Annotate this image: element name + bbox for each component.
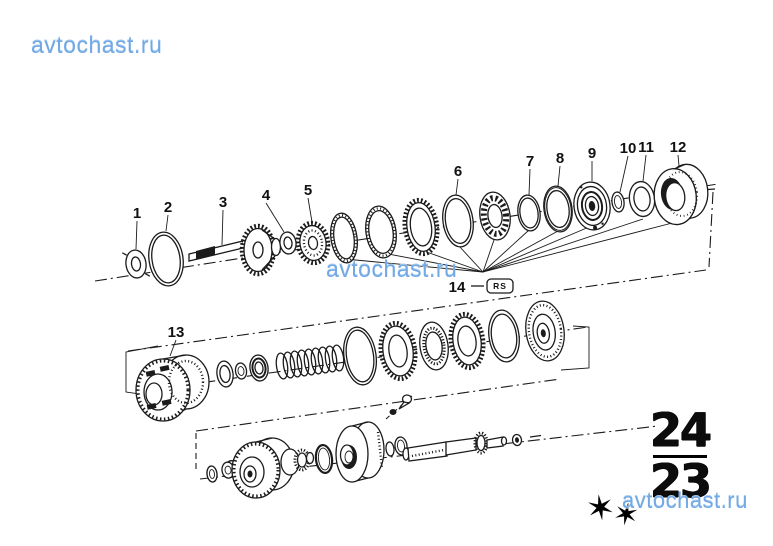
page-fraction-numerator: 24 — [649, 403, 712, 457]
row2-splined-plate — [419, 321, 449, 371]
part-14-label: 14 — [449, 279, 466, 296]
part-10-label: 10 — [620, 140, 637, 157]
row2-coil-spring — [275, 344, 345, 380]
row1-to-row2-connector — [708, 191, 714, 268]
watermark-center: avtochast.ru — [326, 256, 458, 282]
row3-clutch-drum — [231, 437, 315, 499]
row1-leader-lines — [135, 154, 680, 250]
row3-top-connector — [195, 378, 561, 432]
part-7-label: 7 — [526, 153, 534, 170]
part-8-ring — [543, 185, 573, 233]
part-2-label: 2 — [164, 199, 172, 216]
thrust-bearing — [479, 191, 511, 241]
part-13-clutch-drum — [135, 354, 210, 422]
row2-piston — [525, 300, 565, 362]
row2-spring-seat — [249, 354, 269, 382]
part-5-gear — [295, 220, 331, 266]
row2-clutch-pack-group: 13 — [125, 269, 707, 422]
part14-badge-text: RS — [493, 281, 507, 291]
part-5-label: 5 — [304, 182, 312, 199]
part-8-label: 8 — [556, 150, 564, 167]
row3-o-ring — [314, 443, 334, 475]
part-10-ring-small — [611, 191, 625, 213]
clutch-plate-toothed — [402, 197, 440, 257]
row3-axis-tail — [529, 434, 542, 438]
part-3-label: 3 — [219, 194, 227, 211]
row2-washer-1 — [216, 360, 234, 388]
part-12-label: 12 — [670, 139, 687, 156]
row3-output-assembly — [195, 378, 659, 499]
part-6-label: 6 — [454, 163, 462, 180]
part14-leader-lines — [344, 218, 681, 273]
page-fraction: 24 23 — [646, 403, 714, 508]
part-9-label: 9 — [588, 145, 596, 162]
part-9-bearing-hub — [573, 181, 611, 231]
part-1-lock-plate — [121, 249, 151, 279]
watermark-bottom-right: avtochast.ru — [622, 488, 748, 513]
part-3-input-shaft — [188, 223, 282, 277]
row3-governor-drum — [335, 421, 385, 483]
row2-bracket-right — [560, 325, 590, 371]
row2-large-snap-ring — [342, 326, 378, 386]
part-13-leader — [169, 339, 177, 357]
row2-pressure-ring — [488, 309, 520, 363]
watermark-top-left: avtochast.ru — [31, 32, 163, 58]
row3-bolt — [385, 394, 413, 420]
part-7-ring — [517, 194, 541, 232]
part-4-label: 4 — [262, 187, 271, 204]
part-11-ring — [628, 180, 656, 218]
page-fraction-bar — [653, 455, 707, 458]
row3-shaft-nut — [511, 433, 523, 447]
clutch-plate-lined-1 — [330, 212, 358, 264]
part-2-snap-ring — [148, 231, 184, 287]
clutch-plate-lined-2 — [365, 205, 397, 259]
row3-washer — [206, 465, 218, 483]
page-fraction-denominator: 23 — [649, 454, 712, 508]
part-4-thrust-washer — [279, 231, 297, 255]
row3-shaft-washer — [385, 441, 395, 457]
row2-friction-plate-1 — [378, 320, 418, 382]
part-6-ring — [442, 194, 474, 248]
part14-badge-box — [486, 278, 514, 294]
part-1-label: 1 — [133, 205, 141, 222]
part-12-clutch-drum-gear — [653, 163, 709, 226]
row3-output-shaft — [402, 431, 508, 462]
part-11-label: 11 — [638, 139, 654, 156]
row2-washer-2 — [234, 362, 248, 380]
part-13-label: 13 — [168, 324, 185, 341]
row2-friction-plate-2 — [448, 311, 486, 371]
row2-top-connector — [127, 269, 707, 352]
row1-assembly: 1 2 3 4 5 6 7 8 9 10 11 12 14 RS — [94, 139, 719, 296]
